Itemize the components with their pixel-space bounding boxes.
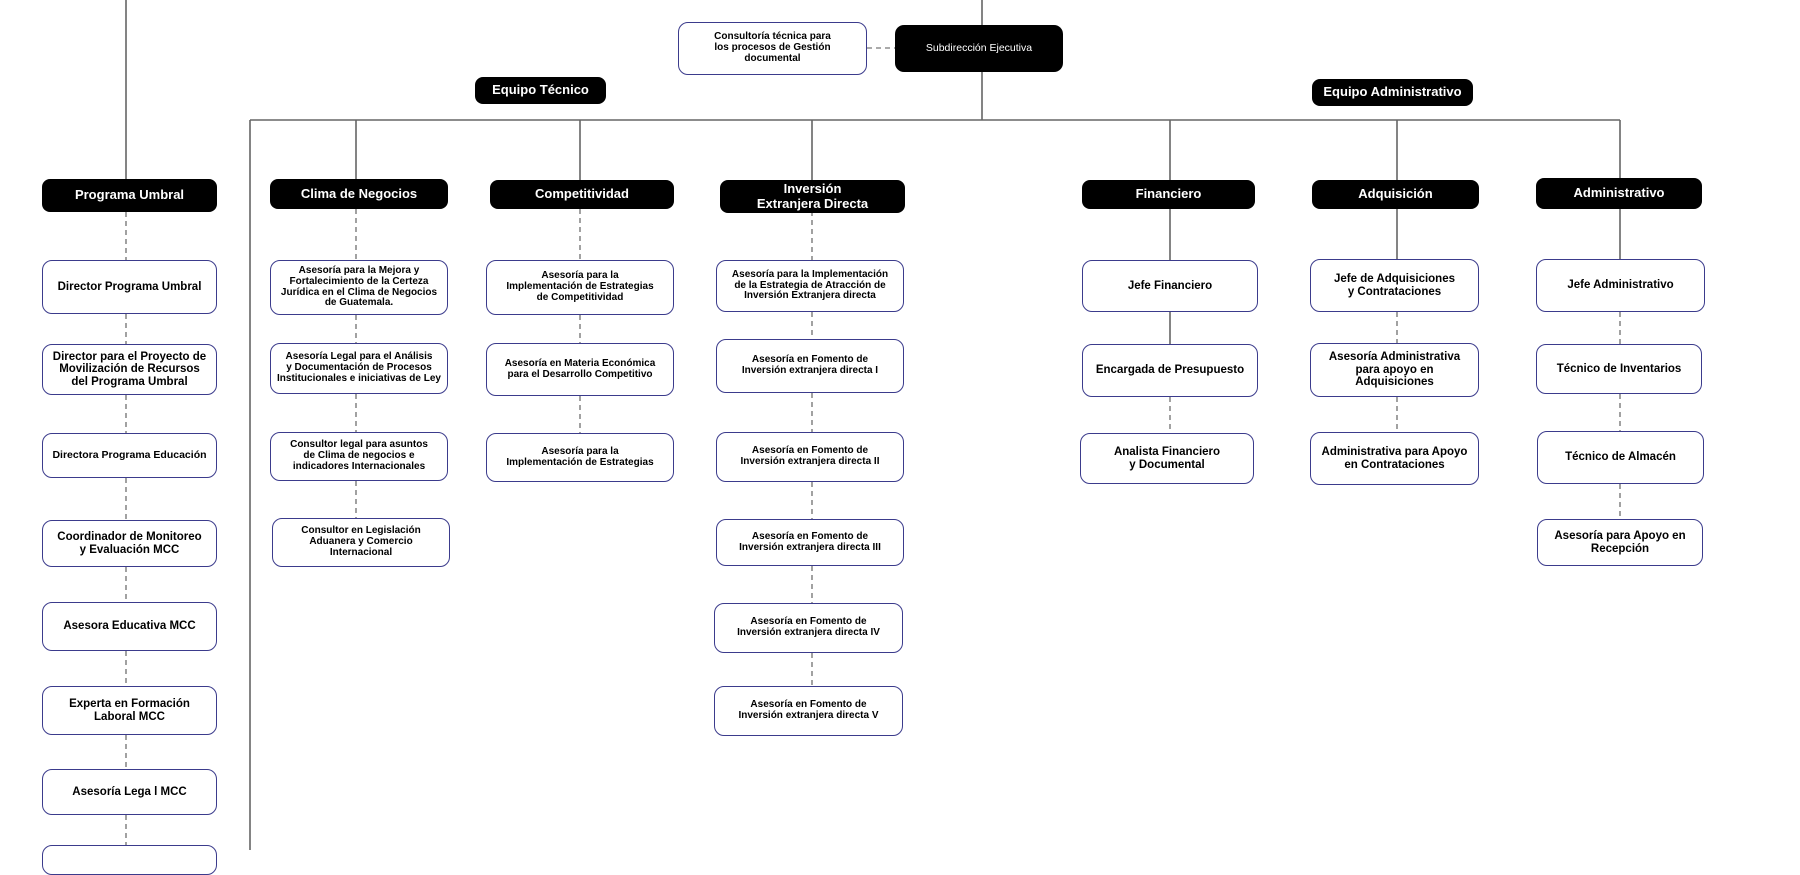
org-box-clima: Consultor en Legislación Aduanera y Come… [272, 518, 450, 567]
financiero-header: Financiero [1082, 180, 1255, 209]
connector-lines [125, 0, 1621, 850]
org-box-financiero: Analista Financiero y Documental [1080, 433, 1254, 484]
org-box-umbral: Experta en Formación Laboral MCC [42, 686, 217, 735]
equipo-administrativo-label: Equipo Administrativo [1312, 79, 1473, 106]
equipo-tecnico-label: Equipo Técnico [475, 77, 606, 104]
administrativo-header: Administrativo [1536, 178, 1702, 209]
org-box-umbral: Asesora Educativa MCC [42, 602, 217, 651]
org-box-inversion: Asesoría en Fomento de Inversión extranj… [716, 339, 904, 393]
org-box-financiero: Encargada de Presupuesto [1082, 344, 1258, 397]
org-box-umbral: Director para el Proyecto de Movilizació… [42, 344, 217, 395]
org-box-adquisicion: Administrativa para Apoyo en Contratacio… [1310, 432, 1479, 485]
programa-umbral-header: Programa Umbral [42, 179, 217, 212]
org-box-umbral: Directora Programa Educación [42, 433, 217, 478]
org-box-inversion: Asesoría para la Implementación de la Es… [716, 260, 904, 312]
org-box-inversion: Asesoría en Fomento de Inversión extranj… [716, 519, 904, 566]
org-box-adquisicion: Asesoría Administrativa para apoyo en Ad… [1310, 343, 1479, 397]
org-box-umbral: Asesoría Lega l MCC [42, 769, 217, 815]
org-box-inversion: Asesoría en Fomento de Inversión extranj… [716, 432, 904, 482]
org-box-inversion: Asesoría en Fomento de Inversión extranj… [714, 603, 903, 653]
org-box-competitividad: Asesoría en Materia Económica para el De… [486, 343, 674, 396]
org-box-inversion: Asesoría en Fomento de Inversión extranj… [714, 686, 903, 736]
org-box-umbral: Director Programa Umbral [42, 260, 217, 314]
adquisicion-header: Adquisición [1312, 180, 1479, 209]
inversion-extranjera-header: Inversión Extranjera Directa [720, 180, 905, 213]
org-box-competitividad: Asesoría para la Implementación de Estra… [486, 260, 674, 315]
org-box-clima: Asesoría Legal para el Análisis y Docume… [270, 343, 448, 394]
org-box-administrativo: Asesoría para Apoyo en Recepción [1537, 519, 1703, 566]
org-box-clima: Asesoría para la Mejora y Fortalecimient… [270, 260, 448, 315]
subdireccion-ejecutiva-box: Subdirección Ejecutiva [895, 25, 1063, 72]
competitividad-header: Competitividad [490, 180, 674, 209]
org-box-adquisicion: Jefe de Adquisiciones y Contrataciones [1310, 259, 1479, 312]
org-box-administrativo: Jefe Administrativo [1536, 259, 1705, 312]
org-box-competitividad: Asesoría para la Implementación de Estra… [486, 433, 674, 482]
org-box-umbral: Coordinador de Monitoreo y Evaluación MC… [42, 520, 217, 567]
clima-negocios-header: Clima de Negocios [270, 179, 448, 209]
org-box-administrativo: Técnico de Inventarios [1536, 344, 1702, 394]
org-box-administrativo: Técnico de Almacén [1537, 431, 1704, 484]
org-chart: Consultoría técnica para los procesos de… [42, 0, 1705, 875]
consultoria-gestion-documental-box: Consultoría técnica para los procesos de… [678, 22, 867, 75]
org-box-financiero: Jefe Financiero [1082, 260, 1258, 312]
org-box-clima: Consultor legal para asuntos de Clima de… [270, 432, 448, 481]
